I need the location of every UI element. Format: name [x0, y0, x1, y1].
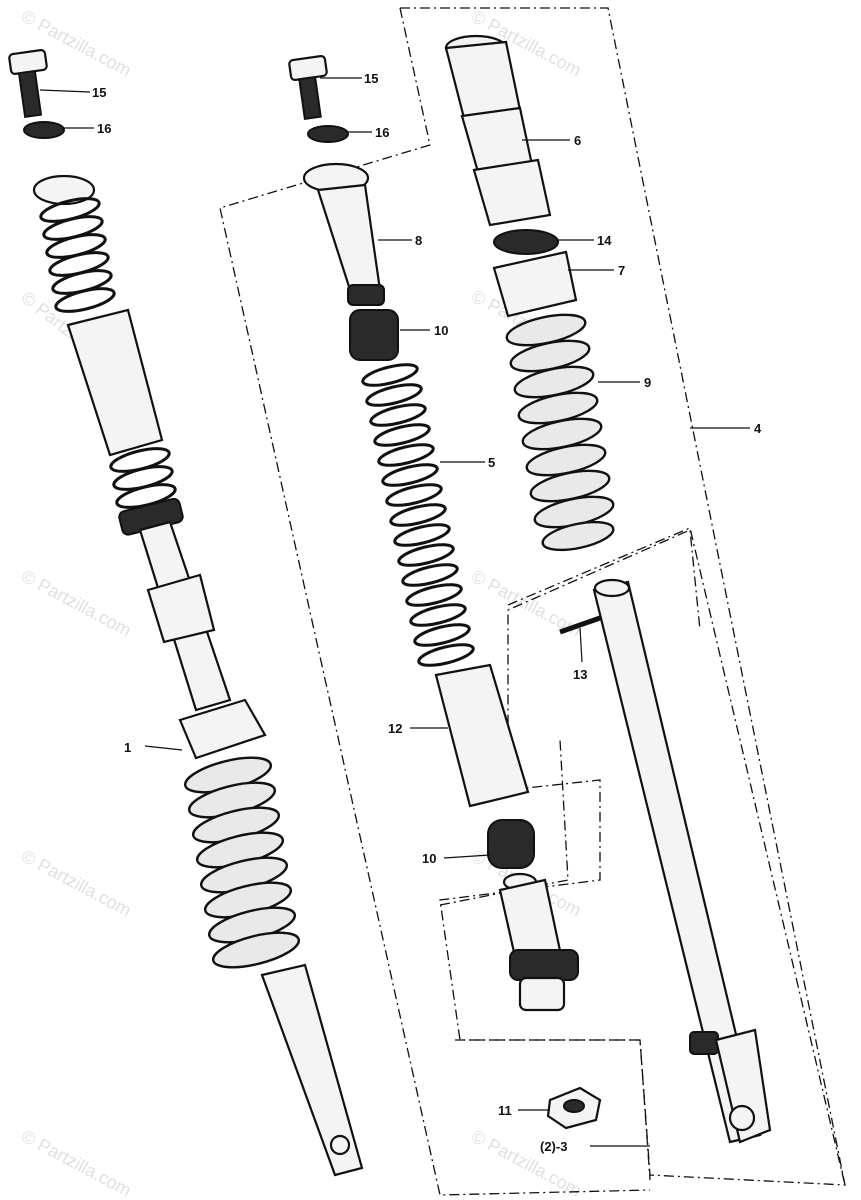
callout-6: 6 [574, 133, 581, 148]
callout-5: 5 [488, 455, 495, 470]
callout-15-left: 15 [92, 85, 106, 100]
callout-16-left: 16 [97, 121, 111, 136]
callout-10-upper: 10 [434, 323, 448, 338]
subassembly-boundary-bottom [455, 1039, 651, 1181]
bolt-15-left [8, 49, 48, 119]
leader-lines [39, 77, 750, 1147]
callout-7: 7 [618, 263, 625, 278]
fork-boot-9 [505, 313, 615, 552]
callout-9: 9 [644, 375, 651, 390]
callout-labels: 15 16 15 16 6 8 14 7 10 9 4 5 13 1 12 10… [92, 71, 762, 1154]
fork-cover-6 [444, 34, 552, 227]
callout-8: 8 [415, 233, 422, 248]
watermark: © Partzilla.com [468, 1126, 584, 1200]
watermark: © Partzilla.com [18, 566, 134, 641]
piston-valve [498, 872, 579, 1012]
ring-14 [493, 229, 559, 255]
bottom-case-3 [559, 578, 772, 1144]
assembly-boundary-4 [400, 7, 846, 1186]
watermark: © Partzilla.com [18, 1126, 134, 1200]
collar-tube-12 [434, 663, 530, 808]
callout-3: (2)-3 [540, 1139, 567, 1154]
fork-assembly-1 [32, 174, 364, 1177]
washer-16-left [23, 121, 65, 139]
stopper-10-upper [349, 309, 399, 361]
callout-13: 13 [573, 667, 587, 682]
callout-12: 12 [388, 721, 402, 736]
fork-spring-5 [361, 363, 475, 667]
bolt-15-right [288, 55, 328, 121]
callout-14: 14 [597, 233, 612, 248]
subassembly-boundary [507, 527, 846, 1186]
assembly-boundary-outer [219, 7, 651, 1196]
subassembly-boundary-lower [439, 739, 569, 906]
stopper-10-lower [487, 819, 535, 869]
callout-10-lower: 10 [422, 851, 436, 866]
pin-13 [559, 615, 601, 635]
guide-7 [492, 250, 578, 318]
watermark: © Partzilla.com [18, 846, 134, 921]
callout-16-right: 16 [375, 125, 389, 140]
callout-15-right: 15 [364, 71, 378, 86]
spring-seat-8 [302, 162, 385, 306]
callout-1: 1 [124, 740, 131, 755]
nut-11 [546, 1086, 602, 1130]
callout-4: 4 [754, 421, 762, 436]
callout-11: 11 [498, 1103, 512, 1118]
washer-16-right [307, 125, 349, 143]
